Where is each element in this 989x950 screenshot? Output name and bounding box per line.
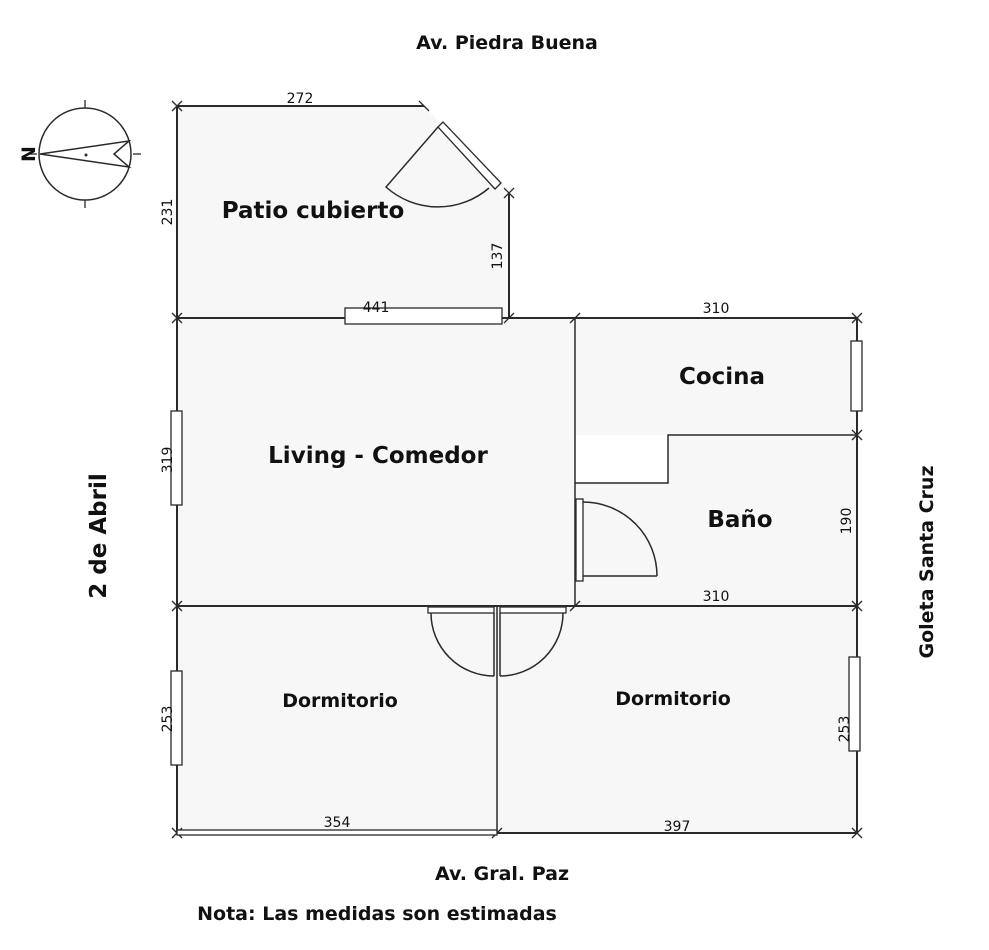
window-dorm-left (170, 670, 183, 766)
floor-fills (177, 106, 857, 833)
doors (384, 121, 658, 677)
room-label-dormitorio-left: Dormitorio (282, 690, 398, 712)
street-left: 2 de Abril (86, 473, 112, 598)
dim-cocina-top: 310 (703, 301, 730, 317)
room-label-bano: Baño (707, 507, 772, 533)
dim-patio-top: 272 (287, 91, 314, 107)
dim-dorm-right-bottom: 397 (664, 819, 691, 835)
dim-patio-left: 231 (160, 199, 176, 226)
compass-arrow-icon (39, 139, 132, 169)
footnote: Nota: Las medidas son estimadas (197, 903, 557, 925)
door-dorm-right (499, 606, 567, 677)
dim-dorm-left-bottom: 354 (324, 815, 351, 831)
door-bano (575, 498, 658, 582)
dim-living-top: 441 (363, 300, 390, 316)
room-label-cocina: Cocina (679, 364, 765, 390)
door-patio (384, 121, 502, 208)
street-right: Goleta Santa Cruz (916, 465, 938, 658)
room-label-patio: Patio cubierto (222, 198, 405, 224)
window-living-left (170, 410, 183, 506)
window-dorm-bottom (176, 829, 498, 836)
compass-rose: N (18, 100, 141, 208)
window-living-top (344, 307, 503, 325)
window-dorm-right (848, 656, 861, 752)
windows (170, 307, 863, 836)
compass-n-label: N (18, 146, 40, 162)
dim-living-left: 319 (160, 447, 176, 474)
dim-dorm-left-side: 253 (160, 706, 176, 733)
room-label-dormitorio-right: Dormitorio (615, 688, 731, 710)
door-dorm-left (427, 606, 495, 677)
dim-dorm-right-side: 253 (837, 716, 853, 743)
window-cocina-right (850, 340, 863, 412)
dim-bano-bottom: 310 (703, 589, 730, 605)
dim-bano-right: 190 (839, 508, 855, 535)
room-label-living: Living - Comedor (268, 443, 488, 469)
street-bottom: Av. Gral. Paz (435, 863, 569, 885)
dimension-ticks (171, 100, 863, 839)
street-top: Av. Piedra Buena (416, 32, 598, 54)
dim-patio-right: 137 (490, 243, 506, 270)
